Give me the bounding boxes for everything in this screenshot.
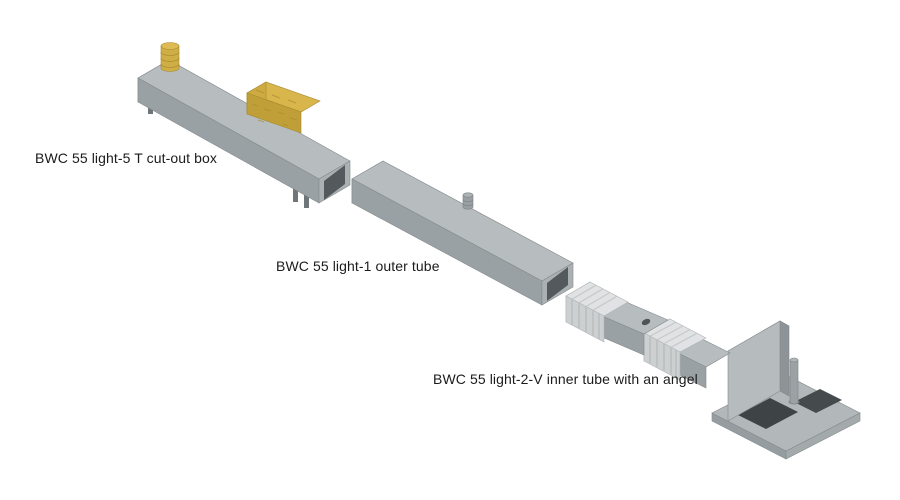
inner-tube-render xyxy=(565,281,861,460)
label-inner-tube: BWC 55 light-2-V inner tube with an ange… xyxy=(433,371,698,387)
locating-pin xyxy=(788,357,800,405)
tube-opening xyxy=(324,165,345,200)
label-cutout-box: BWC 55 light-5 T cut-out box xyxy=(35,150,218,166)
bolt-hole xyxy=(641,318,651,326)
ribbed-coupling xyxy=(643,318,707,381)
insulation-block xyxy=(246,81,321,134)
gold-cap-cylinder xyxy=(160,42,180,72)
cutout-box-render xyxy=(137,42,351,208)
tube-opening xyxy=(547,267,568,301)
ribbed-coupling xyxy=(565,281,629,343)
outer-tube-render xyxy=(351,160,574,306)
angle-plate xyxy=(727,320,790,422)
label-outer-tube: BWC 55 light-1 outer tube xyxy=(276,258,440,274)
top-stud xyxy=(462,192,474,210)
base-pad xyxy=(794,389,842,413)
base-pad xyxy=(738,398,798,429)
